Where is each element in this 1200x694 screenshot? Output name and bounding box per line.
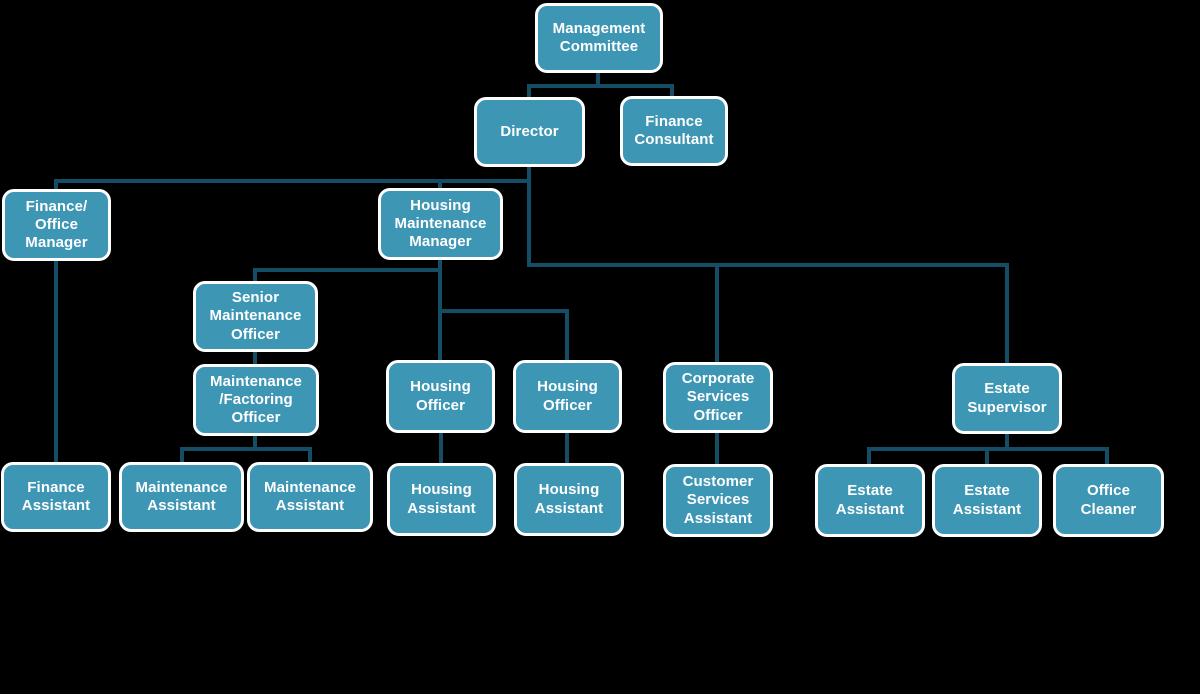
connector-oc-riser (1105, 447, 1109, 466)
org-node-label: Office Cleaner (1080, 482, 1137, 518)
org-node-label: Estate Assistant (835, 482, 905, 518)
org-node-management-committee: Management Committee (535, 3, 663, 73)
org-node-housing-officer-2: Housing Officer (513, 360, 622, 433)
org-node-director: Director (474, 97, 585, 167)
connector-fom-riser (54, 179, 58, 191)
org-node-label: Housing Assistant (534, 481, 604, 517)
connector-es-drop (1005, 433, 1009, 449)
org-node-label: Corporate Services Officer (681, 370, 755, 424)
org-node-label: Finance Assistant (21, 478, 91, 514)
org-node-label: Finance Consultant (634, 112, 714, 148)
org-node-maintenance-assistant-2: Maintenance Assistant (247, 462, 373, 532)
connector-smo-riser (253, 268, 257, 283)
org-node-housing-assistant-1: Housing Assistant (387, 463, 496, 536)
connector-smo-bar (253, 268, 442, 272)
connector-fin-consult-riser (670, 84, 674, 97)
org-node-corporate-services-officer: Corporate Services Officer (663, 362, 773, 433)
connector-cso-riser (715, 263, 719, 364)
org-node-label: Maintenance /Factoring Officer (210, 372, 302, 427)
connector-ho2-riser (565, 309, 569, 362)
org-node-label: Estate Assistant (952, 482, 1022, 518)
connector-cso-csa (715, 432, 719, 466)
connector-director-riser (527, 84, 531, 98)
org-node-label: Management Committee (552, 19, 646, 55)
org-node-estate-assistant-1: Estate Assistant (815, 464, 925, 537)
org-node-label: Housing Assistant (407, 481, 476, 517)
org-node-label: Maintenance Assistant (135, 478, 228, 514)
org-node-finance-office-manager: Finance/ Office Manager (2, 189, 111, 261)
connector-l2-bar (54, 179, 531, 183)
connector-ma1-riser (180, 447, 184, 464)
org-node-label: Estate Supervisor (967, 380, 1047, 416)
org-node-finance-consultant: Finance Consultant (620, 96, 728, 166)
org-node-senior-maintenance-officer: Senior Maintenance Officer (193, 281, 318, 352)
org-node-housing-maintenance-manager: Housing Maintenance Manager (378, 188, 503, 260)
connector-director-drop (527, 166, 531, 267)
connector-hmm-riser (438, 179, 442, 190)
org-node-label: Senior Maintenance Officer (209, 289, 302, 343)
connector-smo-mfo (253, 350, 257, 366)
org-node-housing-assistant-2: Housing Assistant (514, 463, 624, 536)
org-node-office-cleaner: Office Cleaner (1053, 464, 1164, 537)
org-node-label: Customer Services Assistant (682, 473, 754, 527)
connector-mfo-drop (253, 434, 257, 449)
org-node-label: Housing Officer (537, 378, 598, 414)
org-node-housing-officer-1: Housing Officer (386, 360, 495, 433)
connector-ea1-riser (867, 447, 871, 466)
connector-ho1-ha1 (439, 431, 443, 465)
connector-ea2-riser (985, 447, 989, 466)
org-node-maintenance-assistant-1: Maintenance Assistant (119, 462, 244, 532)
connector-es-riser (1005, 263, 1009, 365)
connector-fom-fa (54, 259, 58, 464)
org-node-maintenance-factoring-officer: Maintenance /Factoring Officer (193, 364, 319, 436)
org-node-label: Finance/ Office Manager (25, 197, 88, 252)
connector-ma-bar (180, 447, 312, 451)
org-node-label: Director (500, 122, 559, 140)
org-node-label: Housing Officer (410, 378, 471, 414)
org-node-estate-assistant-2: Estate Assistant (932, 464, 1042, 537)
org-node-label: Housing Maintenance Manager (394, 196, 487, 251)
connector-mc-bar (527, 84, 674, 88)
org-node-customer-services-assistant: Customer Services Assistant (663, 464, 773, 537)
connector-ma2-riser (308, 447, 312, 464)
connector-ho2-bar (438, 309, 569, 313)
connector-right-bar (527, 263, 1009, 267)
org-node-estate-supervisor: Estate Supervisor (952, 363, 1062, 434)
org-node-finance-assistant: Finance Assistant (1, 462, 111, 532)
org-node-label: Maintenance Assistant (264, 478, 356, 514)
connector-mc-drop (596, 71, 600, 86)
connector-ho2-ha2 (565, 431, 569, 465)
